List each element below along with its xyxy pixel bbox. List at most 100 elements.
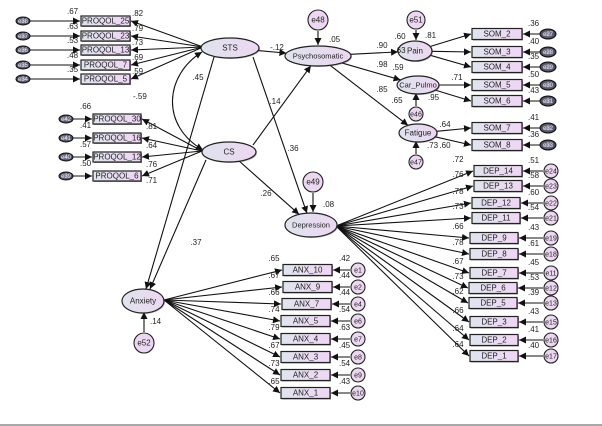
error-e35: e35 — [15, 60, 31, 70]
indicator-som-6: SOM_6 — [471, 94, 523, 108]
nodes-layer: PROQOL_25e38PROQOL_23e37PROQOL_13e36PROQ… — [15, 9, 559, 401]
r2-proqol-6: .50 — [80, 159, 92, 168]
error-e40: e40 — [58, 152, 74, 162]
indicator-som-2: SOM_2 — [471, 27, 523, 41]
error-label: e27 — [543, 32, 554, 38]
indicator-proqol-23: PROQOL_23 — [80, 30, 131, 42]
latent-label: Anxiety — [130, 297, 156, 306]
indicator-label: PROQOL_23 — [82, 32, 130, 41]
path-psychosomatic-to-car-pulmo — [341, 62, 401, 82]
error-e38: e38 — [15, 16, 31, 26]
loading-dep-11 — [335, 214, 472, 227]
error-label: e23 — [545, 183, 557, 190]
path-sts-to-depression — [252, 56, 308, 214]
loading-coef-dep-2: .64 — [452, 324, 464, 333]
error-e1: e1 — [350, 262, 366, 278]
path-sts-to-psychosomatic — [257, 49, 287, 56]
indicator-label: SOM_6 — [483, 97, 511, 106]
loading-som-6 — [435, 89, 472, 103]
error-e7: e7 — [350, 331, 366, 347]
r2-anxiety: .14 — [150, 317, 162, 326]
r2-som-7: .41 — [528, 113, 540, 122]
loading-dep-3 — [335, 225, 470, 323]
r2-dep-1: .40 — [528, 341, 540, 350]
path-psychosomatic-to-pain — [350, 48, 399, 56]
r2-som-4: .35 — [528, 52, 540, 61]
loading-dep-14 — [335, 170, 474, 227]
loading-coef-anx-1: .65 — [268, 377, 280, 386]
indicator-dep-12: DEP_12 — [471, 196, 521, 210]
error-label: e30 — [543, 83, 554, 89]
loading-anx-2 — [163, 299, 281, 376]
indicator-dep-9: DEP_9 — [469, 231, 519, 245]
loading-coef-proqol-12: .64 — [146, 141, 158, 150]
indicator-label: DEP_3 — [481, 318, 507, 327]
error-label: e41 — [61, 136, 72, 142]
loading-anx-3 — [163, 299, 281, 358]
indicator-anx-9: ANX_9 — [282, 280, 333, 294]
indicator-proqol-12: PROQOL_12 — [92, 151, 142, 163]
loading-dep-13 — [335, 184, 474, 227]
indicator-label: ANX_3 — [293, 353, 319, 362]
loading-proqol-30 — [141, 118, 203, 152]
error-e34: e34 — [15, 74, 31, 84]
covariance-coef: -.59 — [133, 92, 147, 101]
loading-som-8 — [435, 136, 472, 147]
indicator-dep-11: DEP_11 — [471, 211, 521, 225]
error-label: e2 — [354, 284, 362, 291]
error-e51: e51 — [406, 10, 426, 30]
loading-coef-dep-12: .78 — [452, 187, 464, 196]
error-label: e15 — [545, 319, 557, 326]
error-label: e17 — [545, 353, 557, 360]
path-cs-to-depression — [239, 160, 300, 215]
error-label: e42 — [61, 117, 72, 123]
loading-coef-proqol-16: .81 — [146, 122, 158, 131]
error-label: e49 — [306, 178, 320, 187]
error-e48: e48 — [307, 9, 329, 31]
indicator-label: DEP_14 — [483, 167, 513, 176]
latent-fatigue: Fatigue — [398, 123, 438, 143]
error-e4: e4 — [350, 296, 366, 312]
r2-proqol-30: .66 — [80, 102, 92, 111]
r2-dep-12: .60 — [528, 188, 540, 197]
loading-coef-cs-extra: .71 — [146, 176, 158, 185]
loading-anx-9 — [163, 284, 283, 301]
r2-som-6: .43 — [528, 86, 540, 95]
loading-coef-som-5: .71 — [451, 73, 463, 82]
bottom-divider — [0, 424, 602, 426]
indicator-label: DEP_13 — [483, 182, 513, 191]
indicator-label: DEP_6 — [480, 284, 506, 293]
indicator-label: SOM_4 — [483, 63, 511, 72]
indicator-som-5: SOM_5 — [471, 78, 523, 92]
loading-anx-4 — [163, 299, 281, 341]
error-e13: e13 — [543, 295, 559, 311]
indicator-label: DEP_12 — [481, 199, 511, 208]
path-cs-to-anxiety — [149, 159, 207, 290]
loading-coef-anx-2: .73 — [268, 359, 280, 368]
indicator-anx-4: ANX_4 — [280, 332, 331, 346]
latent-label: CS — [223, 148, 234, 157]
latent-label: Psychosomatic — [293, 51, 344, 60]
indicator-dep-14: DEP_14 — [473, 164, 523, 178]
r2-som-2: .36 — [528, 19, 540, 28]
loading-proqol-5 — [130, 46, 204, 80]
indicator-proqol-6: PROQOL_6 — [92, 170, 142, 182]
latent-label: Pain — [407, 47, 423, 56]
indicator-label: ANX_9 — [295, 283, 321, 292]
error-label: e29 — [543, 65, 554, 71]
indicator-proqol-5: PROQOL_5 — [80, 73, 131, 85]
path-cs-to-psychosomatic — [252, 65, 312, 146]
r2-anx-9: .44 — [339, 271, 351, 280]
r2-proqol-13: .53 — [67, 36, 79, 45]
loading-som-2 — [430, 32, 472, 48]
indicator-label: PROQOL_12 — [93, 153, 141, 162]
error-label: e4 — [354, 301, 362, 308]
error-label: e10 — [352, 390, 364, 397]
loading-coef-som-8: .60 — [439, 141, 451, 150]
loading-coef-anx-5: .74 — [268, 305, 280, 314]
indicator-anx-5: ANX_5 — [280, 314, 331, 328]
loading-coef-dep-7: .67 — [452, 257, 464, 266]
loading-coef-proqol-6: .76 — [146, 160, 158, 169]
latent-car-pulmo: Car_Pulmo — [396, 75, 440, 95]
loading-som-3 — [431, 48, 472, 56]
